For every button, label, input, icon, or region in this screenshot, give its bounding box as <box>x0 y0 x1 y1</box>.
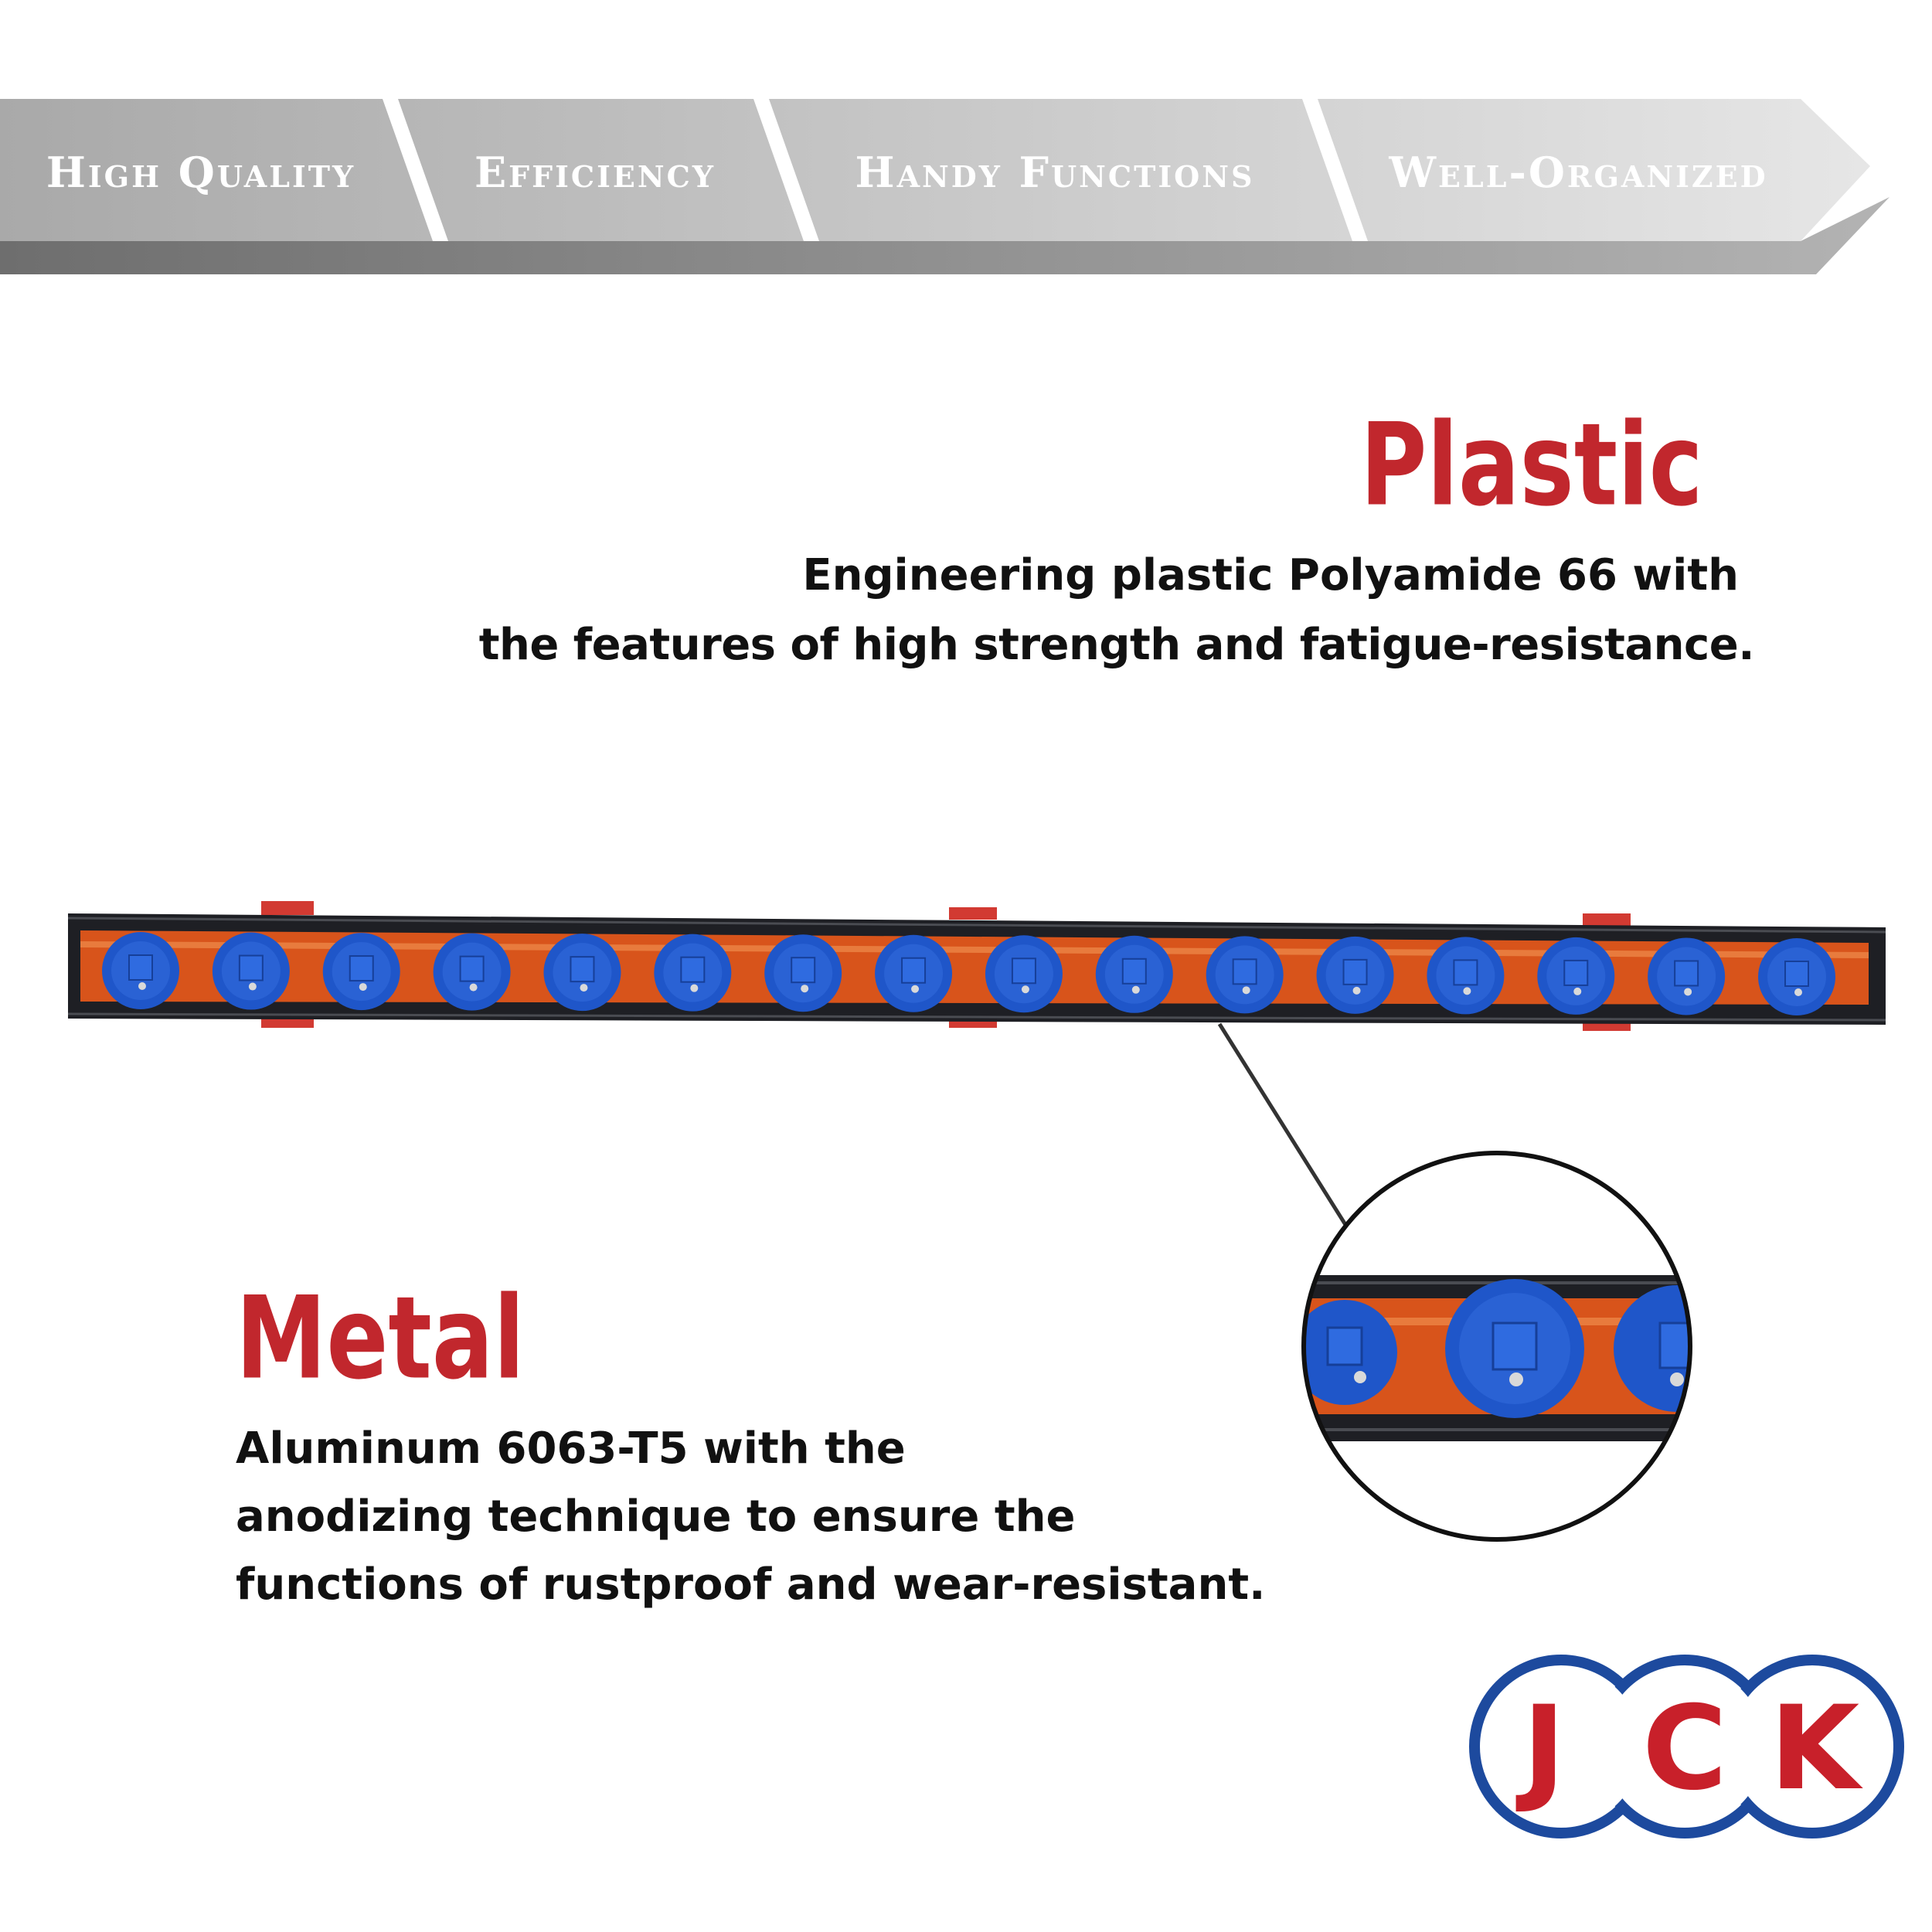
metal-description-line-2: anodizing technique to ensure the <box>236 1492 1076 1542</box>
socket-clip <box>212 932 290 1010</box>
zoom-circle-frame <box>1301 1151 1692 1542</box>
zoom-pointer-line <box>1217 1022 1362 1250</box>
socket-clip <box>985 935 1063 1013</box>
banner-item-handy-functions: Handy Functions <box>855 148 1255 197</box>
socket-clip <box>433 933 511 1011</box>
socket-clip <box>102 932 179 1009</box>
logo-letter-k: K <box>1770 1682 1860 1816</box>
socket-clip <box>543 934 621 1012</box>
banner-item-well-organized: Well-Organized <box>1389 148 1768 197</box>
socket-clip <box>654 934 732 1012</box>
socket-clip <box>875 934 953 1012</box>
zoom-clip-left <box>1304 1300 1397 1405</box>
metal-title: Metal <box>236 1271 525 1405</box>
socket-clip <box>1206 936 1284 1014</box>
socket-clip <box>764 934 842 1012</box>
feature-banner: High Quality Efficiency Handy Functions … <box>0 0 1932 294</box>
socket-clip <box>322 933 400 1011</box>
jck-logo: J C K <box>1464 1646 1909 1847</box>
socket-clip <box>1427 937 1505 1015</box>
socket-clip <box>1095 935 1173 1013</box>
banner-arrow-shape <box>0 99 1889 274</box>
zoom-clip-center <box>1445 1279 1584 1418</box>
socket-clip <box>1316 936 1394 1014</box>
socket-clip <box>1537 937 1615 1015</box>
metal-description-line-1: Aluminum 6063-T5 with the <box>236 1423 906 1474</box>
plastic-description-line-1: Engineering plastic Polyamide 66 with <box>802 550 1739 600</box>
socket-clip <box>1648 937 1726 1015</box>
zoom-clip-right <box>1614 1285 1690 1412</box>
logo-letter-c: C <box>1642 1682 1728 1816</box>
metal-description-line-3: functions of rustproof and wear-resistan… <box>236 1560 1266 1610</box>
logo-rings <box>1469 1655 1904 1838</box>
zoom-detail <box>1304 1153 1690 1539</box>
banner-item-efficiency: Efficiency <box>474 148 716 197</box>
plastic-description-line-2: the features of high strength and fatigu… <box>478 620 1755 670</box>
plastic-title: Plastic <box>1360 398 1703 532</box>
socket-clip <box>1758 938 1835 1015</box>
logo-letter-j: J <box>1522 1682 1566 1816</box>
socket-clips <box>102 932 1835 1015</box>
banner-item-high-quality: High Quality <box>46 148 356 197</box>
